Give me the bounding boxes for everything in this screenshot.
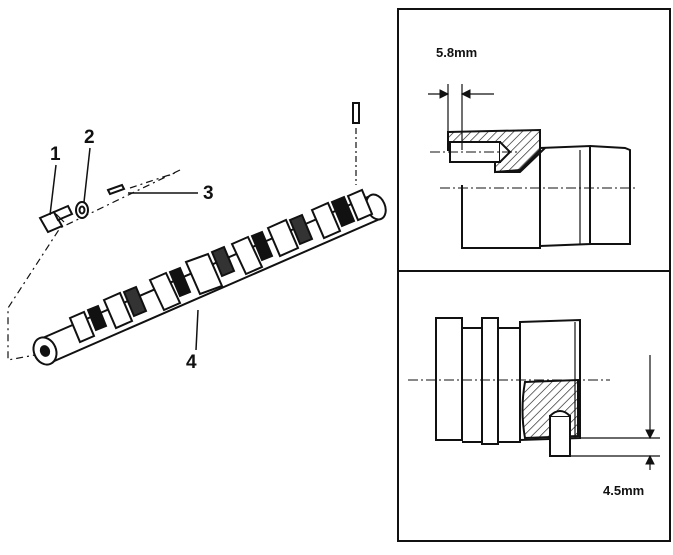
callout-4: 4 bbox=[186, 352, 197, 373]
detail-panels bbox=[397, 8, 671, 542]
phantom-assembly-line bbox=[7, 169, 181, 361]
bolt-part bbox=[38, 204, 74, 234]
top-detail-drawing bbox=[428, 84, 638, 249]
callout-3: 3 bbox=[203, 183, 214, 204]
exploded-view bbox=[7, 102, 387, 366]
leader-lines bbox=[49, 147, 199, 351]
callout-2: 2 bbox=[84, 127, 95, 148]
bottom-detail-drawing bbox=[408, 317, 660, 470]
camshaft bbox=[32, 188, 387, 366]
washer-part bbox=[75, 201, 89, 219]
dimension-label-bottom: 4.5mm bbox=[603, 483, 645, 498]
dimension-label-top: 5.8mm bbox=[436, 45, 478, 60]
pin-part bbox=[106, 183, 126, 196]
dowel-pin-top bbox=[352, 102, 360, 185]
callout-1: 1 bbox=[50, 144, 61, 165]
cam-lobes bbox=[68, 188, 374, 344]
